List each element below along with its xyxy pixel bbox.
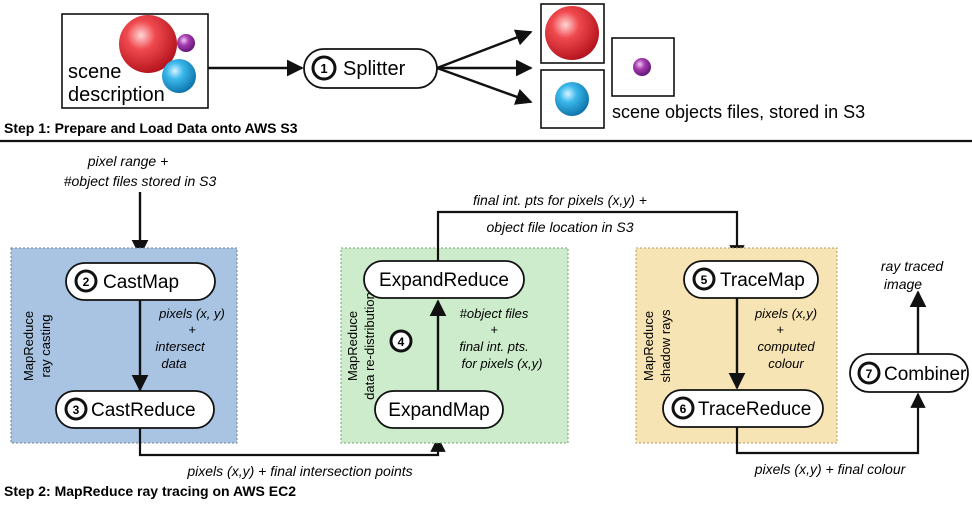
tracereduce-step-number: 6 — [680, 402, 687, 416]
expand-flow-line2: + — [490, 322, 498, 337]
splitter-to-red-arrow — [436, 29, 533, 70]
castreduce-step-number: 3 — [73, 403, 80, 417]
expandreduce-node: ExpandReduce — [363, 260, 525, 299]
expand-side-label-2: data re-distribution — [362, 292, 377, 400]
object-file-blue — [540, 69, 605, 129]
step1-section: scene description 1 Splitter scene obj — [4, 3, 865, 136]
expandmap-label: ExpandMap — [388, 400, 489, 421]
expand-flow-line4: for pixels (x,y) — [462, 356, 543, 371]
tracemap-step-number: 5 — [701, 273, 708, 287]
tracereduce-node: 6 TraceReduce — [662, 389, 824, 428]
castreduce-to-expandmap-arrow — [138, 428, 446, 457]
expand-flow-line3: final int. pts. — [459, 339, 528, 354]
castreduce-label: CastReduce — [91, 400, 196, 421]
splitter-step-number: 1 — [320, 61, 327, 76]
data-redistribution-panel: MapReduce data re-distribution ExpandRed… — [340, 247, 569, 444]
expandreduce-label: ExpandReduce — [379, 270, 509, 291]
bottom-right-note: pixels (x,y) + final colour — [754, 461, 907, 477]
expand-step-number-badge: 4 — [389, 329, 413, 353]
scene-label-line2: description — [68, 84, 165, 106]
castmap-label: CastMap — [103, 272, 179, 293]
trace-side-label-1: MapReduce — [641, 311, 656, 381]
blue-sphere-icon — [555, 82, 589, 116]
tracemap-label: TraceMap — [720, 270, 805, 291]
expand-flow-line1: #object files — [460, 306, 529, 321]
splitter-node: 1 Splitter — [303, 48, 438, 89]
splitter-label: Splitter — [343, 58, 406, 80]
shadow-rays-panel: MapReduce shadow rays 5 TraceMap pixels … — [635, 247, 838, 444]
expandmap-node: ExpandMap — [374, 390, 504, 429]
purple-sphere-icon — [177, 34, 195, 52]
step2-title: Step 2: MapReduce ray tracing on AWS EC2 — [4, 483, 296, 499]
top-note-line1: final int. pts for pixels (x,y) + — [473, 192, 647, 208]
red-sphere-icon — [119, 15, 177, 73]
trace-flow-line3: computed — [757, 339, 815, 354]
castmap-node: 2 CastMap — [65, 262, 216, 301]
scene-label-line1: scene — [68, 61, 121, 83]
trace-flow-line4: colour — [768, 356, 804, 371]
tracereduce-label: TraceReduce — [698, 399, 811, 420]
cast-flow-line2: + — [188, 322, 196, 337]
trace-flow-line2: + — [776, 322, 784, 337]
step1-title: Step 1: Prepare and Load Data onto AWS S… — [4, 120, 298, 136]
object-file-purple — [611, 37, 675, 97]
input-note-line2: #object files stored in S3 — [64, 173, 217, 189]
tracereduce-to-combiner-arrow — [735, 392, 926, 455]
cast-flow-line4: data — [161, 356, 186, 371]
object-file-red — [540, 3, 605, 64]
tracemap-node: 5 TraceMap — [683, 260, 819, 299]
step2-section: pixel range + #object files stored in S3… — [4, 153, 969, 499]
expand-step-number: 4 — [398, 335, 405, 349]
trace-flow-line1: pixels (x,y) — [754, 306, 817, 321]
ray-casting-panel: MapReduce ray casting 2 CastMap pixels (… — [10, 247, 238, 444]
splitter-to-blue-arrow — [436, 66, 533, 105]
blue-sphere-icon — [162, 59, 196, 93]
output-label-line1: ray traced — [881, 258, 944, 274]
trace-side-label-2: shadow rays — [658, 309, 673, 382]
combiner-step-number: 7 — [866, 367, 873, 381]
cast-side-label-2: ray casting — [38, 315, 53, 378]
input-note-line1: pixel range + — [87, 153, 169, 169]
bottom-left-note: pixels (x,y) + final intersection points — [186, 463, 412, 479]
output-label-line2: image — [884, 276, 922, 292]
cast-side-label-1: MapReduce — [21, 311, 36, 381]
expand-side-label-1: MapReduce — [345, 311, 360, 381]
cast-flow-line3: intersect — [155, 339, 206, 354]
top-note-line2: object file location in S3 — [486, 219, 633, 235]
combiner-label: Combiner — [884, 364, 967, 385]
cast-flow-line1: pixels (x, y) — [158, 306, 225, 321]
scene-description-box: scene description — [61, 13, 209, 109]
combiner-node: 7 Combiner — [849, 353, 969, 393]
expandreduce-to-tracemap-arrow — [436, 210, 745, 261]
castmap-step-number: 2 — [83, 275, 90, 289]
purple-sphere-icon — [633, 58, 651, 76]
red-sphere-icon — [545, 6, 599, 60]
castreduce-node: 3 CastReduce — [55, 390, 215, 429]
objects-caption: scene objects files, stored in S3 — [612, 102, 865, 122]
